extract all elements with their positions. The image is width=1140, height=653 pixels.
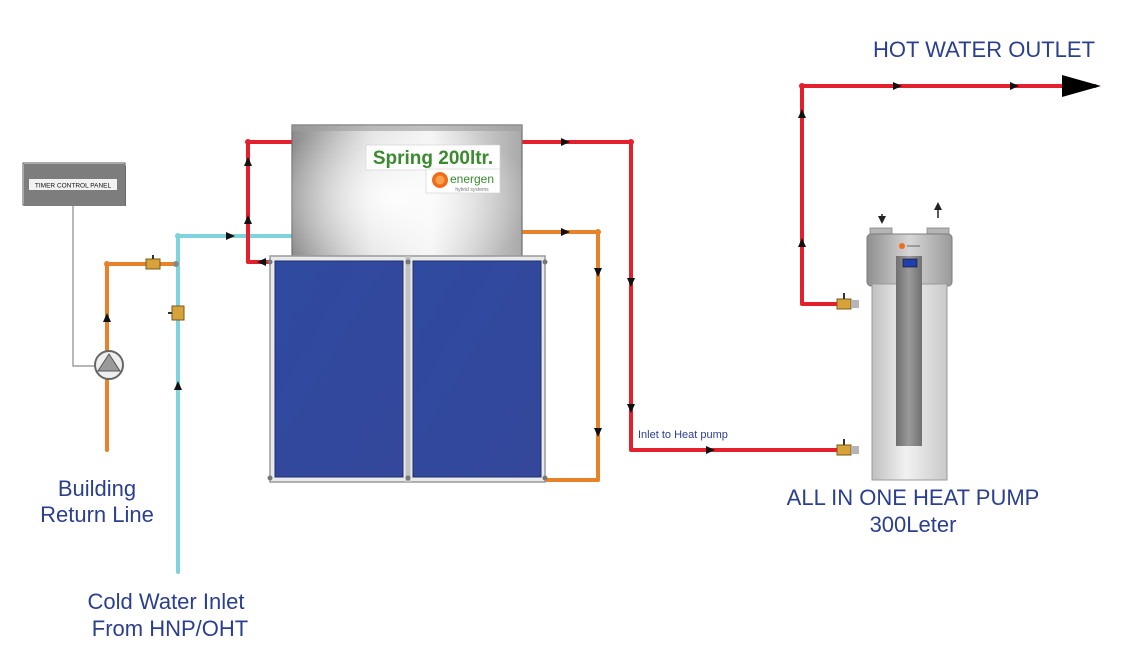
heat-pump bbox=[866, 202, 953, 481]
arrow-icon bbox=[561, 228, 570, 236]
storage-tank: Spring 200ltr. energen hybrid systems bbox=[291, 124, 523, 260]
arrow-icon bbox=[627, 278, 635, 287]
arrow-icon bbox=[226, 232, 235, 240]
arrow-icon bbox=[103, 313, 111, 322]
arrow-icon bbox=[594, 428, 602, 437]
valve-icon bbox=[168, 305, 185, 321]
arrow-icon bbox=[706, 446, 715, 454]
building-return-label: Building bbox=[58, 476, 136, 501]
cold-water-source-label: From HNP/OHT bbox=[92, 616, 248, 641]
pipe-joints bbox=[104, 83, 805, 267]
timer-panel-label: TIMER CONTROL PANEL bbox=[35, 183, 112, 190]
arrow-icon bbox=[893, 82, 902, 90]
collector-return-pipe bbox=[520, 230, 600, 482]
valve-icon bbox=[145, 255, 161, 270]
tank-model-label: Spring 200ltr. bbox=[373, 148, 493, 169]
flow-arrows bbox=[103, 75, 1101, 454]
heat-pump-label: ALL IN ONE HEAT PUMP bbox=[787, 485, 1040, 510]
inlet-to-heat-pump-label: Inlet to Heat pump bbox=[638, 429, 728, 441]
heat-pump-display-icon bbox=[902, 258, 918, 268]
tank-brand-label: energen bbox=[450, 172, 494, 186]
heat-pump-capacity-label: 300Leter bbox=[870, 512, 957, 537]
valve-icon bbox=[836, 439, 859, 456]
arrow-icon bbox=[561, 138, 570, 146]
pump-icon bbox=[94, 350, 124, 380]
tank-brand-sub-label: hybrid systems bbox=[455, 187, 489, 193]
control-wire bbox=[72, 206, 96, 367]
hot-water-outlet-arrow bbox=[1062, 75, 1101, 97]
building-return-label-2: Return Line bbox=[40, 502, 154, 527]
timer-control-panel: TIMER CONTROL PANEL bbox=[22, 162, 126, 206]
valve-icon bbox=[173, 261, 179, 267]
arrow-icon bbox=[798, 238, 806, 247]
arrow-icon bbox=[174, 381, 182, 390]
hot-water-outlet-label: HOT WATER OUTLET bbox=[873, 37, 1095, 62]
arrow-icon bbox=[244, 215, 252, 224]
solar-collectors bbox=[267, 255, 548, 483]
arrow-icon bbox=[798, 109, 806, 118]
arrow-icon bbox=[257, 258, 266, 266]
arrow-icon bbox=[1010, 82, 1019, 90]
arrow-icon bbox=[244, 157, 252, 166]
arrow-icon bbox=[594, 268, 602, 277]
cold-water-inlet-label: Cold Water Inlet bbox=[88, 589, 245, 614]
arrow-icon bbox=[627, 404, 635, 413]
valve-icon bbox=[836, 293, 859, 310]
